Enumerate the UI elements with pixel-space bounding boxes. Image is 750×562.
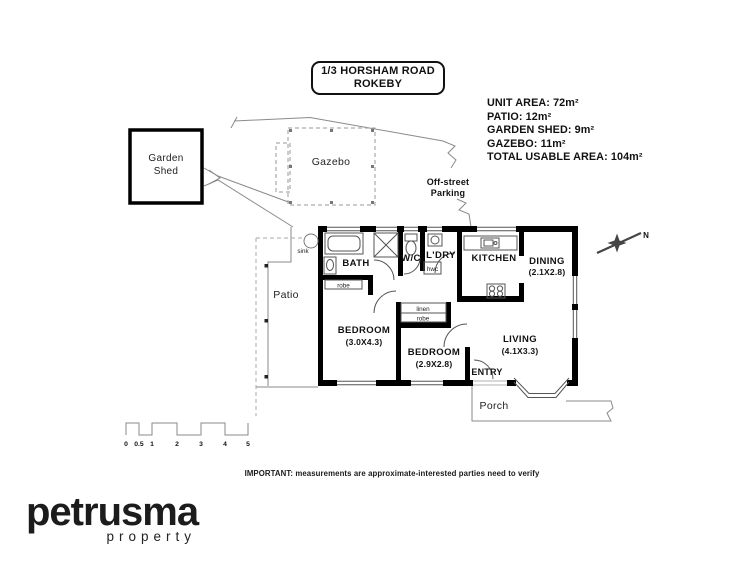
- room-label-kitchen: KITCHEN: [471, 253, 516, 264]
- room-label-bedroom1: BEDROOM: [338, 325, 390, 336]
- scale-tick-0: 0: [124, 441, 128, 448]
- bay-window: [513, 377, 570, 398]
- door-arcs: [373, 252, 494, 380]
- garden-shed-outline: [128, 128, 204, 205]
- off-street-label-line1: Off-street: [427, 177, 470, 187]
- gazebo-posts: [289, 129, 374, 204]
- scale-tick-3: 3: [199, 441, 203, 448]
- house-walls: [318, 226, 578, 386]
- address-line2: ROKEBY: [353, 78, 403, 90]
- scale-tick-1: 1: [150, 441, 154, 448]
- robe-bed2-label: robe: [417, 316, 430, 323]
- toilet-icon: [404, 233, 418, 256]
- scale-tick-0-5: 0.5: [134, 441, 144, 448]
- plan-labels: Garden Shed Gazebo Off-street Parking si…: [148, 153, 565, 412]
- north-label: N: [643, 231, 649, 240]
- hwc-label: hwc: [427, 266, 438, 273]
- site-boundary-lines: [203, 116, 614, 422]
- logo-brand: petrusma: [26, 490, 199, 534]
- stove-icon: [486, 283, 506, 299]
- bathtub-icon: [324, 232, 364, 255]
- area-total: TOTAL USABLE AREA: 104m²: [487, 151, 643, 163]
- room-label-dining: DINING: [529, 256, 565, 267]
- robe-bed1-box: [324, 279, 363, 290]
- scale-tick-5: 5: [246, 441, 250, 448]
- room-dims-bedroom1: (3.0X4.3): [346, 337, 383, 347]
- room-label-bath: BATH: [342, 258, 369, 269]
- disclaimer-text: IMPORTANT: measurements are approximate-…: [244, 469, 540, 478]
- area-unit: UNIT AREA: 72m²: [487, 97, 579, 109]
- area-patio: PATIO: 12m²: [487, 110, 552, 123]
- room-dims-bedroom2: (2.9X2.8): [416, 359, 453, 369]
- patio-posts: [264, 264, 268, 379]
- laundry-trough-icon: [427, 233, 443, 247]
- patio-label: Patio: [273, 289, 298, 301]
- area-garden-shed: GARDEN SHED: 9m²: [487, 124, 595, 136]
- scale-tick-4: 4: [223, 441, 227, 448]
- off-street-label-line2: Parking: [431, 188, 465, 198]
- shower-icon: [373, 232, 399, 258]
- area-gazebo: GAZEBO: 11m²: [487, 137, 566, 150]
- room-label-wc: W/C: [401, 253, 421, 264]
- site-dashed-lines: [255, 237, 302, 416]
- area-summary: UNIT AREA: 72m² PATIO: 12m² GARDEN SHED:…: [487, 97, 643, 165]
- linen-robe-unit: [400, 302, 447, 323]
- gazebo-label: Gazebo: [312, 156, 351, 168]
- room-label-laundry: L'DRY: [426, 250, 456, 261]
- robe-bed1-label: robe: [337, 283, 350, 290]
- bath-basin-icon: [323, 256, 337, 275]
- entry-label: ENTRY: [471, 367, 502, 377]
- north-arrow-icon: N: [596, 231, 649, 255]
- windows: [327, 226, 578, 386]
- scale-bar: 0 0.5 1 2 3 4 5: [124, 422, 250, 448]
- sink-label: sink: [297, 248, 309, 255]
- room-dims-living: (4.1X3.3): [502, 346, 539, 356]
- kitchen-bench-sink-icon: [463, 235, 518, 251]
- room-label-living: LIVING: [503, 334, 537, 345]
- garden-shed-label-line1: Garden: [148, 153, 183, 164]
- hot-water-cylinder-box: [423, 261, 442, 275]
- linen-label: linen: [416, 306, 430, 313]
- room-label-bedroom2: BEDROOM: [408, 347, 460, 358]
- garden-shed-label-line2: Shed: [154, 166, 179, 177]
- room-dims-dining: (2.1X2.8): [529, 267, 566, 277]
- logo-tagline: property: [106, 529, 196, 544]
- patio-sink-icon: [303, 233, 319, 249]
- scale-tick-2: 2: [175, 441, 179, 448]
- entry-threshold: [473, 380, 507, 386]
- address-line1: 1/3 HORSHAM ROAD: [321, 64, 435, 77]
- porch-label: Porch: [480, 400, 509, 412]
- agency-logo: petrusma property: [26, 489, 199, 544]
- address-title-box: 1/3 HORSHAM ROAD ROKEBY: [311, 61, 445, 95]
